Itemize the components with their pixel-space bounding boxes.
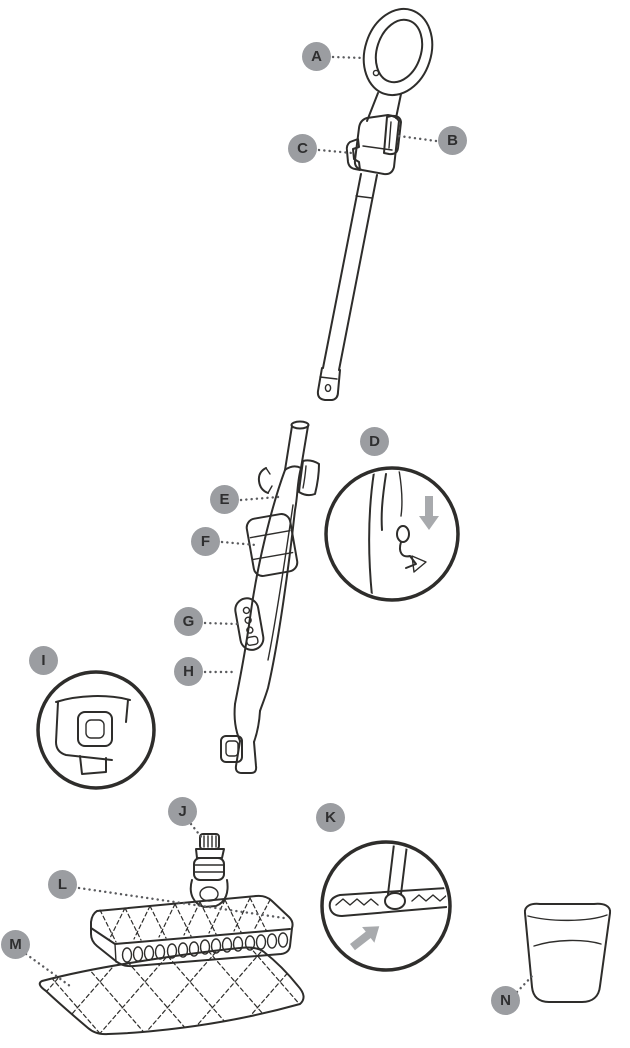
filling-flask-drawing — [523, 902, 612, 1003]
leader-lines — [24, 55, 536, 994]
part-label-e: E — [210, 485, 239, 514]
mop-head-assembly-drawing — [90, 833, 294, 968]
part-label-h: H — [174, 657, 203, 686]
handle-assembly-drawing — [316, 7, 434, 401]
leader-c — [317, 148, 354, 155]
leader-j — [189, 822, 204, 840]
part-label-m: M — [1, 930, 30, 959]
part-label-d: D — [360, 427, 389, 456]
part-label-l: L — [48, 870, 77, 899]
part-label-a: A — [302, 42, 331, 71]
part-label-b: B — [438, 126, 467, 155]
inset-detail-i — [36, 670, 156, 790]
part-label-f: F — [191, 527, 220, 556]
part-label-c: C — [288, 134, 317, 163]
leader-g — [203, 621, 239, 626]
leader-n — [515, 972, 536, 994]
part-label-i: I — [29, 646, 58, 675]
leader-m — [24, 952, 72, 988]
leader-e — [239, 495, 280, 502]
inset-detail-k — [320, 840, 452, 972]
body-assembly-drawing — [220, 420, 320, 774]
mop-pad-drawing — [38, 946, 305, 1036]
inset-detail-d — [324, 466, 460, 602]
leader-a — [331, 55, 366, 60]
part-label-n: N — [491, 986, 520, 1015]
part-label-k: K — [316, 803, 345, 832]
part-label-j: J — [168, 797, 197, 826]
leader-f — [220, 540, 258, 547]
leader-b — [397, 134, 438, 143]
part-label-g: G — [174, 607, 203, 636]
